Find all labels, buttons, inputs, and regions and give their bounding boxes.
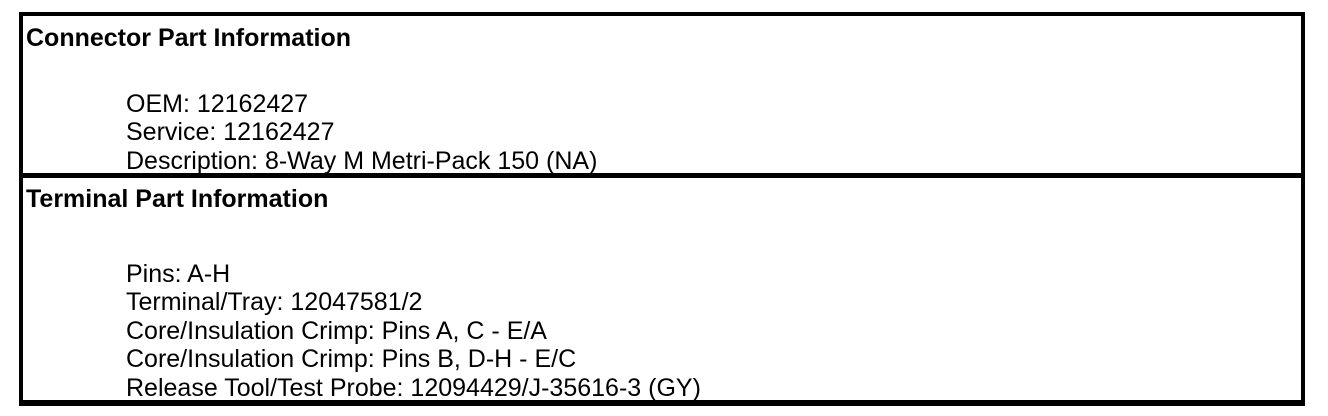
oem-line: OEM: 12162427 [126,89,309,118]
connector-section-details: OEM: 12162427 Service: 12162427 Descript… [126,90,1293,176]
core-insulation-crimp-line-2: Core/Insulation Crimp: Pins B, D-H - E/C [126,345,577,373]
terminal-section-details: Pins: A-H Terminal/Tray: 12047581/2 Core… [126,259,1293,402]
description-line: Description: 8-Way M Metri-Pack 150 (NA) [126,146,598,175]
terminal-tray-line: Terminal/Tray: 12047581/2 [126,288,423,316]
connector-section-title: Connector Part Information [26,24,352,52]
terminal-part-information-section: Terminal Part Information Pins: A-H Term… [23,178,1301,402]
terminal-section-title: Terminal Part Information [26,185,329,213]
release-tool-test-probe-line: Release Tool/Test Probe: 12094429/J-3561… [126,373,701,402]
service-line: Service: 12162427 [126,118,335,146]
pins-line: Pins: A-H [126,259,231,288]
core-insulation-crimp-line-1: Core/Insulation Crimp: Pins A, C - E/A [126,316,547,345]
connector-part-information-section: Connector Part Information OEM: 12162427… [23,16,1301,178]
part-information-table: Connector Part Information OEM: 12162427… [19,12,1305,406]
